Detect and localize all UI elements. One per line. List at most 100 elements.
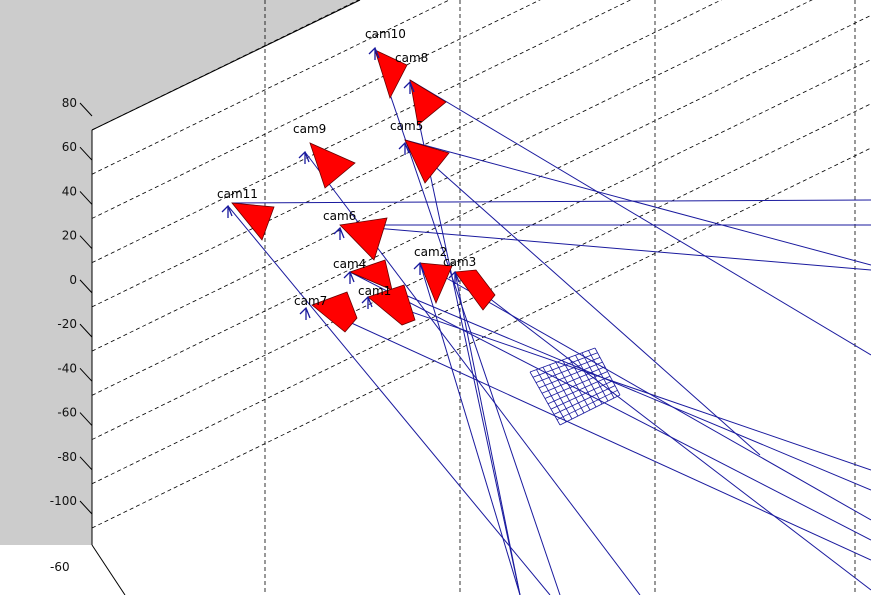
- z-tick-mark: [79, 191, 93, 205]
- z-tick-mark: [79, 367, 93, 382]
- grid-line-z: [91, 14, 871, 396]
- camera-cam3: cam3: [443, 255, 496, 311]
- calibration-grid-line: [588, 350, 615, 399]
- camera-label: cam4: [333, 257, 366, 271]
- z-tick-mark: [79, 323, 93, 338]
- camera-label: cam8: [395, 51, 428, 65]
- camera-frustum: [348, 259, 393, 291]
- camera-cam6: cam6: [323, 209, 388, 261]
- camera-cam9: cam9: [293, 122, 356, 189]
- camera-axes-icon: [221, 204, 233, 218]
- z-tick-mark: [79, 146, 93, 161]
- z-tick-label: 0: [69, 273, 77, 287]
- camera-label: cam3: [443, 255, 476, 269]
- camera-cam10: cam10: [365, 27, 408, 100]
- projection-ray: [419, 262, 871, 521]
- camera-frustum: [409, 79, 447, 126]
- z-tick-label: -20: [57, 317, 77, 331]
- grid-line-z: [91, 147, 871, 529]
- camera-frustum: [231, 202, 275, 241]
- projection-ray: [367, 296, 871, 471]
- z-axis-tick-labels: 80 60 40 20 0 -20 -40 -60 -80 -100 -60: [50, 96, 93, 574]
- projection-ray: [454, 271, 871, 591]
- camera-frustum: [454, 269, 496, 311]
- axis-bottom-edge: [91, 544, 126, 595]
- grid-line-z: [91, 103, 871, 485]
- camera-axes-icon: [403, 80, 415, 94]
- camera-label: cam1: [358, 284, 391, 298]
- camera-axes-icon: [398, 141, 410, 155]
- camera-frustum: [367, 284, 416, 326]
- camera-frustum: [374, 49, 408, 100]
- z-tick-label: -40: [57, 361, 77, 375]
- calibration-grid-line: [581, 352, 609, 402]
- camera-cam5: cam5: [390, 119, 450, 184]
- z-tick-label: -100: [50, 494, 77, 508]
- projection-ray: [339, 224, 871, 271]
- projection-ray: [227, 205, 551, 595]
- z-tick-mark: [79, 412, 93, 426]
- camera-axes-icon: [343, 270, 355, 284]
- calibration-grid-line: [529, 371, 561, 426]
- z-tick-label: 20: [62, 229, 77, 243]
- grid-lines: [91, 0, 871, 595]
- calibration-grid-line: [575, 355, 603, 405]
- z-tick-mark: [79, 235, 93, 250]
- camera-frustum: [339, 217, 388, 261]
- z-tick-label: -60: [57, 406, 77, 420]
- camera-axes-icon: [298, 150, 310, 164]
- calibration-grid-line: [568, 357, 597, 408]
- z-tick-mark: [79, 279, 93, 294]
- camera-frustum: [309, 142, 356, 189]
- z-tick-label: 80: [62, 96, 77, 110]
- projection-ray: [349, 271, 871, 491]
- camera-axes-icon: [368, 46, 380, 60]
- z-tick-mark: [79, 456, 93, 471]
- camera-cam7: cam7: [294, 291, 358, 333]
- z-tick-label: 60: [62, 140, 77, 154]
- camera-frustum: [311, 291, 358, 333]
- camera-label: cam5: [390, 119, 423, 133]
- projection-ray: [454, 271, 521, 595]
- calibration-grid-line: [542, 367, 573, 420]
- camera-cam8: cam8: [395, 51, 447, 126]
- camera-cam4: cam4: [333, 257, 393, 291]
- projection-ray: [404, 139, 761, 456]
- plot-background-wall: [0, 0, 360, 545]
- projection-ray: [419, 262, 521, 595]
- projection-ray: [409, 79, 871, 356]
- z-tick-mark: [79, 500, 93, 515]
- z-tick-label: 40: [62, 184, 77, 198]
- camera-label: cam11: [217, 187, 258, 201]
- grid-line-z: [91, 0, 813, 352]
- camera-axes-icon: [413, 261, 425, 275]
- camera-frustum: [404, 139, 450, 184]
- camera-axes-icon: [333, 226, 345, 240]
- camera-label: cam9: [293, 122, 326, 136]
- calibration-grid-line: [555, 362, 585, 414]
- camera-cam1: cam1: [358, 284, 416, 326]
- grid-line-z: [91, 59, 871, 440]
- calibration-grid-line: [594, 347, 621, 396]
- camera-label: cam7: [294, 294, 327, 308]
- depth-tick-label: -60: [50, 560, 70, 574]
- calibration-grid-line: [536, 369, 567, 423]
- projection-ray: [311, 304, 871, 561]
- camera-cam11: cam11: [217, 187, 275, 241]
- calibration-grid: [529, 347, 621, 426]
- camera-label: cam10: [365, 27, 406, 41]
- projection-ray: [349, 271, 871, 541]
- calibration-grid-line: [549, 364, 579, 417]
- camera-axes-icon: [361, 295, 373, 309]
- calibration-grid-line: [562, 359, 591, 411]
- camera-axes-icon: [299, 306, 311, 320]
- camera-frustum: [419, 262, 453, 305]
- z-tick-mark: [79, 102, 93, 117]
- camera-label: cam2: [414, 245, 447, 259]
- camera-axes-icon: [448, 270, 460, 284]
- projection-ray: [404, 139, 871, 266]
- z-tick-label: -80: [57, 450, 77, 464]
- projection-ray: [231, 199, 871, 204]
